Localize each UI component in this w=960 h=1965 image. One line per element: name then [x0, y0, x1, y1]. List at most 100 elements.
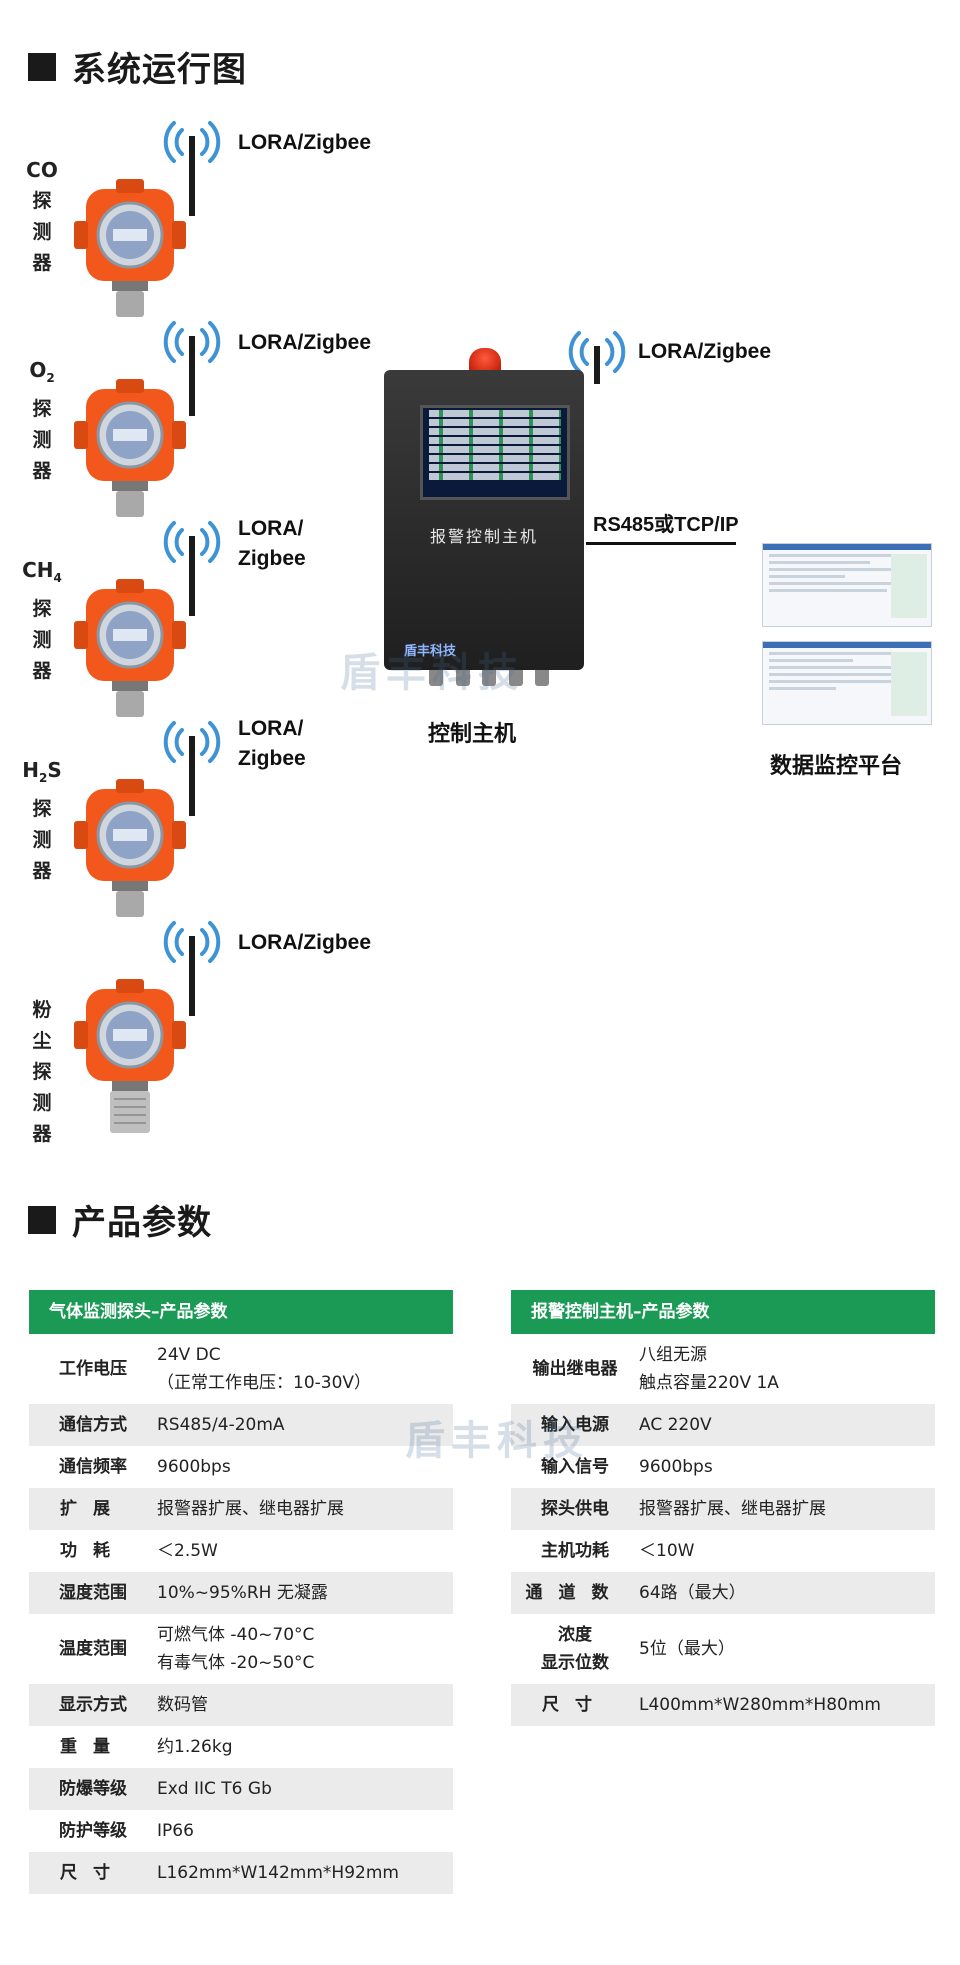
table-row: 通信方式 RS485/4-20mA	[29, 1404, 453, 1446]
param-value: Exd IIC T6 Gb	[157, 1779, 272, 1799]
table-row: 浓度 显示位数 5位（最大）	[511, 1614, 935, 1684]
param-value: 5位（最大）	[639, 1639, 735, 1659]
table-row: 重量 约1.26kg	[29, 1726, 453, 1768]
table-row: 探头供电 报警器扩展、继电器扩展	[511, 1488, 935, 1530]
controller-screen	[420, 405, 570, 500]
table-row: 通道数 64路（最大）	[511, 1572, 935, 1614]
controller-logo: 盾丰科技	[404, 644, 457, 659]
controller-radio-label: LORA/Zigbee	[638, 340, 772, 363]
param-value: RS485/4-20mA	[157, 1415, 285, 1435]
param-key: 通信方式	[59, 1415, 127, 1435]
link-label: RS485或TCP/IP	[593, 514, 739, 536]
param-key: 重量	[60, 1737, 126, 1757]
radio-protocol-label: LORA/Zigbee	[238, 331, 372, 354]
table-row: 显示方式 数码管	[29, 1684, 453, 1726]
wireless-signal-icon	[160, 310, 224, 416]
param-value: ＜2.5W	[157, 1541, 218, 1561]
radio-protocol-label: LORA/ Zigbee	[238, 717, 306, 770]
param-value: IP66	[157, 1821, 194, 1841]
param-key: 主机功耗	[541, 1541, 609, 1561]
param-value: 可燃气体 -40~70°C 有毒气体 -20~50°C	[157, 1625, 315, 1673]
param-key: 探头供电	[541, 1499, 609, 1519]
monitor-screenshot-2	[762, 641, 932, 725]
param-key: 输出继电器	[532, 1359, 618, 1379]
table-row: 功耗 ＜2.5W	[29, 1530, 453, 1572]
param-value: 报警器扩展、继电器扩展	[157, 1499, 344, 1519]
param-key: 防护等级	[59, 1821, 127, 1841]
gas-formula: CH4	[22, 558, 62, 585]
param-value: 数码管	[157, 1695, 208, 1715]
wireless-signal-icon	[160, 910, 224, 1016]
table-row: 输入信号 9600bps	[511, 1446, 935, 1488]
monitor-screenshot-1	[762, 543, 932, 627]
section-title-system: 系统运行图	[28, 42, 247, 91]
title-square-icon	[28, 52, 56, 81]
param-value: 约1.26kg	[157, 1737, 233, 1757]
radio-protocol-label: LORA/Zigbee	[238, 131, 372, 154]
platform-label: 数据监控平台	[770, 754, 903, 779]
param-value: 9600bps	[639, 1457, 713, 1477]
section-title-params: 产品参数	[28, 1195, 212, 1244]
param-key: 扩展	[60, 1499, 126, 1519]
radio-protocol-label: LORA/ Zigbee	[238, 517, 306, 570]
gas-detector-icon	[70, 975, 210, 1133]
controller-connectors	[429, 670, 549, 686]
section-title-text: 系统运行图	[72, 50, 247, 90]
param-value: 9600bps	[157, 1457, 231, 1477]
controller-wifi-icon	[565, 320, 629, 384]
param-key: 显示方式	[59, 1695, 127, 1715]
watermark: 盾丰科技	[405, 1418, 589, 1464]
table-row: 防护等级 IP66	[29, 1810, 453, 1852]
gas-formula: O2	[29, 358, 55, 385]
table-row: 通信频率 9600bps	[29, 1446, 453, 1488]
gas-formula: H2S	[22, 758, 62, 785]
param-key: 输入电源	[541, 1415, 609, 1435]
param-key: 浓度 显示位数	[541, 1625, 609, 1673]
table-row: 主机功耗 ＜10W	[511, 1530, 935, 1572]
table-header: 气体监测探头–产品参数	[29, 1290, 453, 1334]
param-key: 温度范围	[59, 1639, 127, 1659]
gas-detector-icon	[70, 175, 210, 325]
param-key: 输入信号	[541, 1457, 609, 1477]
param-key: 尺寸	[542, 1695, 608, 1715]
controller-name: 报警控制主机	[429, 527, 538, 546]
param-value: 64路（最大）	[639, 1583, 746, 1603]
controller-box: 报警控制主机 盾丰科技	[384, 370, 584, 670]
wireless-signal-icon	[160, 110, 224, 216]
param-value: ＜10W	[639, 1541, 695, 1561]
wireless-signal-icon	[160, 710, 224, 816]
param-key: 防爆等级	[59, 1779, 127, 1799]
table-header: 报警控制主机–产品参数	[511, 1290, 935, 1334]
param-key: 功耗	[60, 1541, 126, 1561]
param-key: 通信频率	[59, 1457, 127, 1477]
param-value: 报警器扩展、继电器扩展	[639, 1499, 826, 1519]
table-row: 湿度范围 10%~95%RH 无凝露	[29, 1572, 453, 1614]
param-value: L162mm*W142mm*H92mm	[157, 1863, 399, 1883]
table-row: 扩展 报警器扩展、继电器扩展	[29, 1488, 453, 1530]
param-key: 通道数	[525, 1583, 625, 1603]
gas-detector-icon	[70, 375, 210, 525]
gas-formula: CO	[26, 158, 58, 182]
param-value: 10%~95%RH 无凝露	[157, 1583, 328, 1603]
param-key: 湿度范围	[59, 1583, 127, 1603]
param-key: 尺寸	[60, 1863, 126, 1883]
alarm-lamp-icon	[469, 348, 501, 374]
controller-label: 控制主机	[428, 722, 517, 747]
section-title-text: 产品参数	[72, 1203, 212, 1243]
table-row: 尺寸 L162mm*W142mm*H92mm	[29, 1852, 453, 1894]
table-row: 温度范围 可燃气体 -40~70°C 有毒气体 -20~50°C	[29, 1614, 453, 1684]
param-value: AC 220V	[639, 1415, 712, 1435]
gas-detector-icon	[70, 775, 210, 925]
